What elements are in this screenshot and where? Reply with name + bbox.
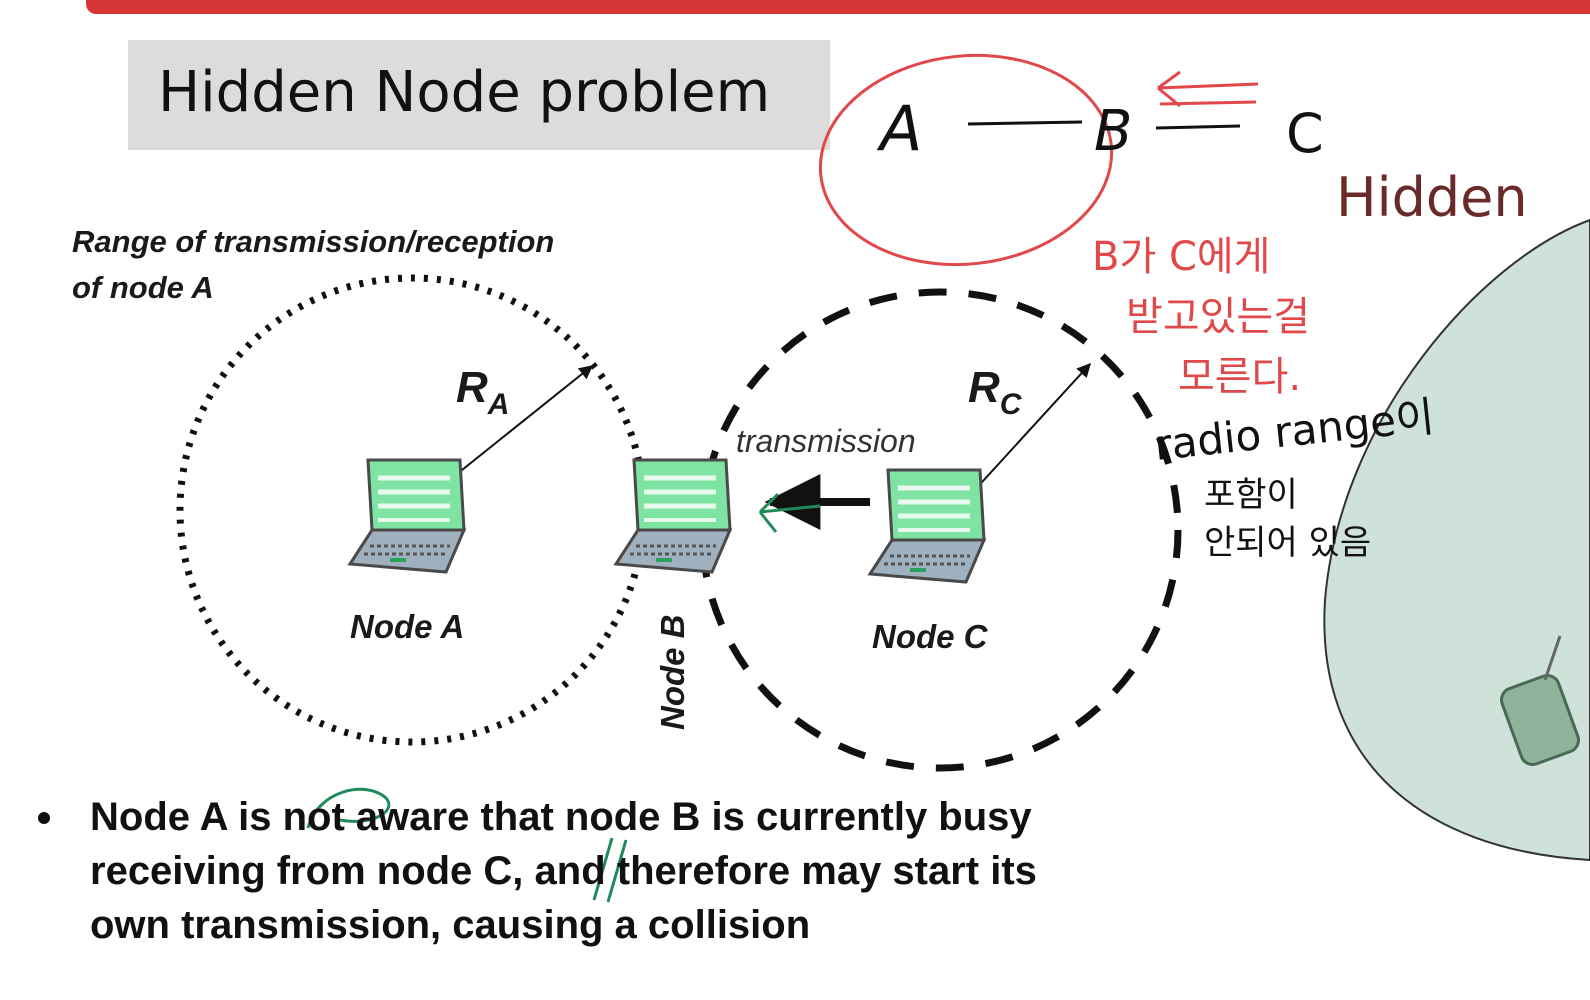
range-caption-line1: Range of transmission/reception	[72, 224, 554, 259]
node-a-laptop-icon	[350, 460, 464, 572]
bullet-dot	[38, 812, 50, 824]
handwritten-circle-annotation	[818, 53, 1114, 267]
slide-top-bar	[86, 0, 1590, 14]
transmission-label: transmission	[736, 423, 916, 459]
korean-note-line1: B가 C에게	[1092, 234, 1271, 280]
range-caption-line2: of node A	[72, 270, 214, 305]
chain-node-a: A	[876, 92, 922, 165]
korean-note-line2: 받고있는걸	[1126, 294, 1310, 340]
bullet-line3: own transmission, causing a collision	[90, 903, 811, 947]
korean-note-line3: 모른다.	[1178, 354, 1301, 400]
bullet-text: Node A is not aware that node B is curre…	[90, 790, 1037, 952]
bullet-line2: receiving from node C, and therefore may…	[90, 849, 1037, 893]
chain-link-bc	[1155, 124, 1241, 130]
partial-slide-title: Hidden	[1336, 166, 1528, 229]
handwritten-green-scribble	[306, 787, 391, 829]
radius-c-label: RC	[968, 363, 1023, 421]
node-c-label: Node C	[872, 618, 989, 655]
chain-node-b: B	[1094, 99, 1132, 164]
bullet-line1: Node A is not aware that node B is curre…	[90, 795, 1032, 839]
chain-link-ab	[967, 120, 1083, 126]
node-a-label: Node A	[350, 608, 464, 645]
chain-node-c: C	[1286, 102, 1324, 165]
slide-title: Hidden Node problem	[158, 60, 771, 125]
range-note-line2: 포함이	[1204, 475, 1298, 515]
node-b-laptop-icon	[616, 460, 730, 572]
slide-title-box: Hidden Node problem	[128, 40, 830, 150]
handwritten-green-double-slash	[592, 837, 628, 903]
range-note-line3: 안되어 있음	[1204, 523, 1371, 563]
node-b-label: Node B	[654, 615, 691, 731]
node-c-range-circle	[698, 288, 1182, 772]
node-c-laptop-icon	[870, 470, 984, 582]
handwritten-green-arrow	[758, 492, 821, 533]
partial-slide-device-icon	[1500, 635, 1580, 766]
handwritten-arrow-c-to-b	[1157, 70, 1259, 108]
radius-a-label: RA	[456, 363, 509, 421]
